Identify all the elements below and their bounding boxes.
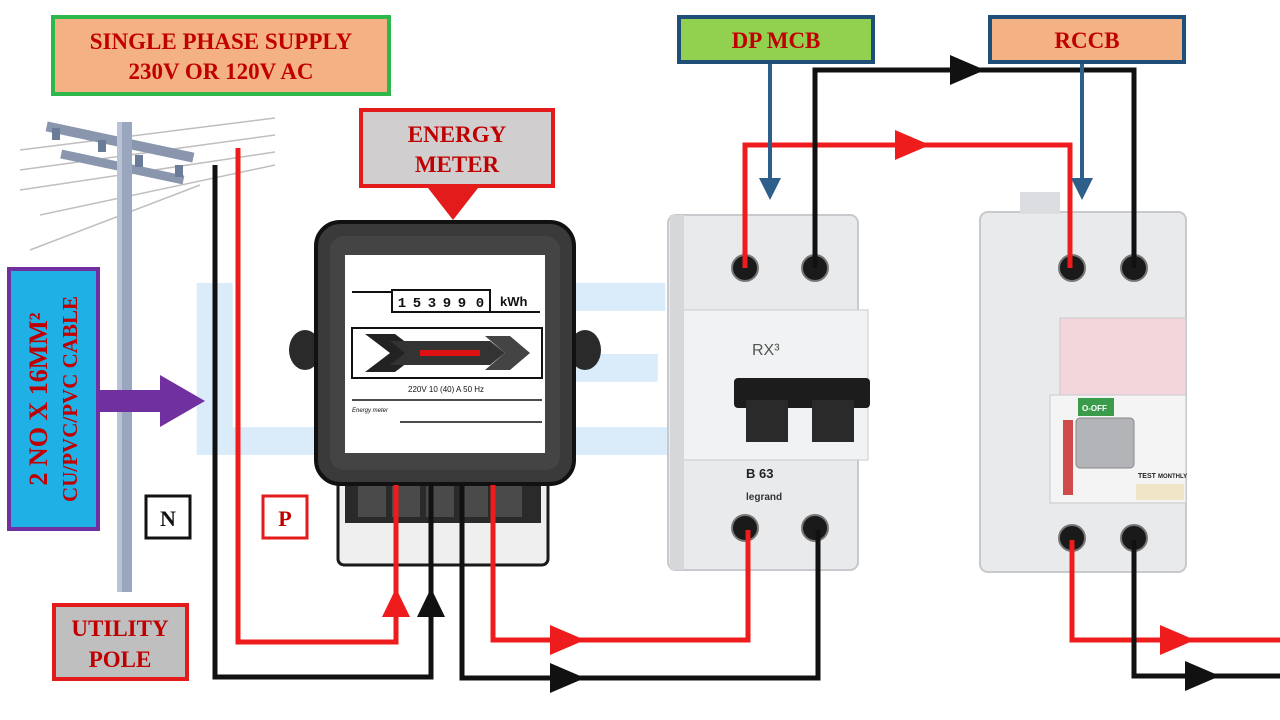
meter-digit: 5 (413, 296, 421, 312)
mcb-maker: legrand (746, 492, 782, 503)
mcb-label: DP MCB (732, 28, 821, 53)
phase-label: P (278, 506, 291, 531)
flow-arrows (382, 55, 1220, 693)
meter-label-line1: ENERGY (408, 122, 507, 147)
pointer-arrows (759, 62, 1093, 200)
rccb-neutral-output-wire (1131, 540, 1280, 679)
neutral-label: N (160, 506, 176, 531)
meter-to-mcb-neutral-wire (459, 485, 821, 681)
rccb-label: RCCB (1054, 28, 1119, 53)
supply-label-line2: 230V OR 120V AC (128, 59, 313, 84)
supply-label-line1: SINGLE PHASE SUPPLY (90, 29, 353, 54)
mcb-pointer-arrow (759, 178, 781, 200)
meter-digit: 1 (398, 296, 406, 312)
meter-unit: kWh (500, 294, 528, 309)
flow-arrow (950, 55, 985, 85)
supply-neutral-wire (212, 165, 434, 680)
meter-to-mcb-phase-wire (490, 485, 751, 643)
flow-arrow (550, 625, 585, 655)
meter-caption: Energy meter (352, 408, 389, 414)
pole-label-line1: UTILITY (71, 616, 169, 641)
flow-arrow (1185, 661, 1220, 691)
flow-arrow (895, 130, 930, 160)
rccb-switch-text: O-OFF (1082, 404, 1107, 413)
flow-arrow (382, 588, 410, 617)
cable-label-box: 2 NO X 16MM² CU/PVC/PVC CABLE (7, 267, 100, 531)
cable-arrow (100, 375, 205, 427)
meter-register: 1 5 3 9 9 0 (398, 296, 484, 312)
energy-meter-device: 1 5 3 9 9 0 kWh 220V 10 (40) A 50 Hz Ene… (289, 220, 601, 567)
meter-rating: 220V 10 (40) A 50 Hz (408, 385, 484, 394)
meter-digit: 9 (458, 296, 466, 312)
flow-arrow (417, 588, 445, 617)
mcb-brand: RX³ (752, 342, 780, 359)
utility-pole-graphic (19, 117, 276, 592)
meter-digit: 9 (443, 296, 451, 312)
meter-digit: 0 (476, 296, 484, 312)
rccb-monthly-text: MONTHLY (1158, 474, 1187, 480)
rccb-test-text: TEST (1138, 473, 1157, 480)
phase-tag: P (261, 494, 309, 540)
dp-mcb-device: RX³ B 63 legrand (667, 214, 870, 571)
pole-label-box: UTILITY POLE (52, 603, 189, 681)
rccb-device: O-OFF TEST MONTHLY (979, 192, 1187, 573)
meter-digit: 3 (428, 296, 436, 312)
pole-label-line2: POLE (89, 647, 152, 672)
flow-arrow (550, 663, 585, 693)
cable-label-line2: CU/PVC/PVC CABLE (58, 296, 82, 502)
rccb-phase-output-wire (1069, 540, 1280, 643)
neutral-tag: N (144, 494, 192, 540)
meter-label-line2: METER (415, 152, 500, 177)
flow-arrow (1160, 625, 1195, 655)
meter-label-box: ENERGY METER (359, 108, 555, 188)
rccb-label-box: RCCB (988, 15, 1186, 64)
rccb-pointer-arrow (1071, 178, 1093, 200)
mcb-label-box: DP MCB (677, 15, 875, 64)
mcb-model: B 63 (746, 466, 773, 481)
cable-label-line1: 2 NO X 16MM² (24, 312, 53, 485)
meter-pointer-arrow (428, 188, 478, 220)
supply-label-box: SINGLE PHASE SUPPLY 230V OR 120V AC (51, 15, 391, 96)
